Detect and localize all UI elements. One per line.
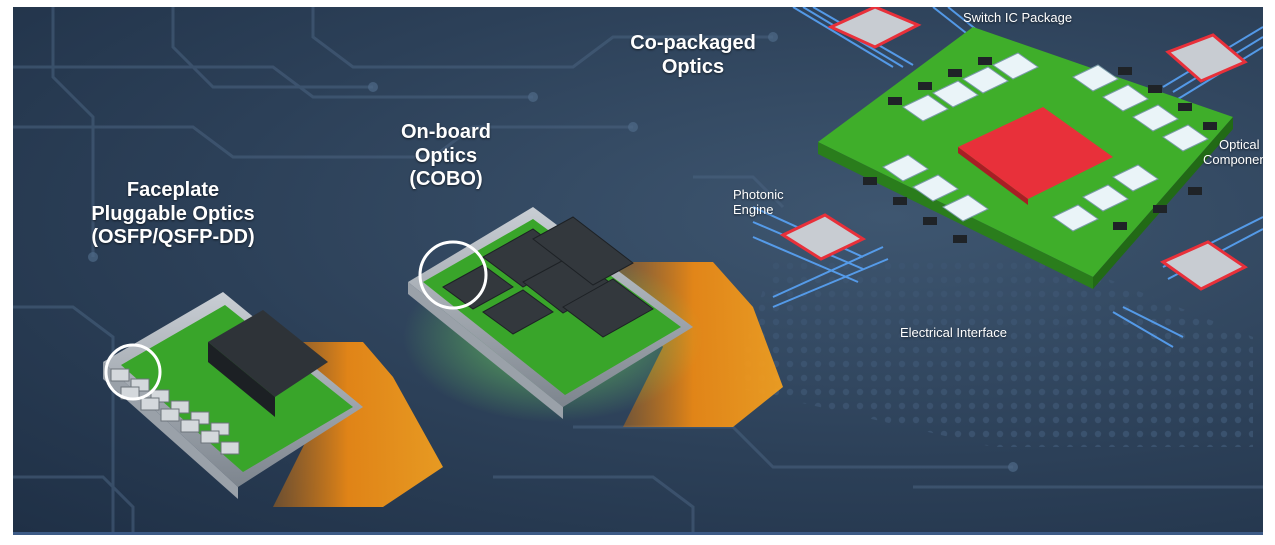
label-onboard-line2: Optics: [414, 144, 478, 167]
label-photonic-engine: Photonic Engine: [733, 187, 784, 218]
label-copackaged-line2: Optics: [661, 55, 725, 78]
label-optical-components: Optical Componen: [1203, 137, 1263, 168]
onboard-module: [403, 207, 703, 422]
label-copackaged-line1: Co-packaged: [630, 32, 756, 54]
label-photonic-line1: Photonic: [733, 187, 784, 202]
label-electrical-interface: Electrical Interface: [900, 325, 1007, 340]
label-photonic-line2: Engine: [733, 202, 774, 218]
optical-components: [779, 7, 1248, 291]
label-faceplate-line3: (OSFP/QSFP-DD): [91, 226, 255, 249]
label-optical-line2: Componen: [1203, 152, 1263, 168]
slide-canvas: Faceplate Pluggable Optics (OSFP/QSFP-DD…: [13, 7, 1263, 532]
highlight-circle-faceplate: [104, 343, 162, 401]
label-onboard-line1: On-board: [401, 121, 491, 143]
bottom-accent-line: [13, 532, 1263, 535]
highlight-circle-onboard: [418, 240, 488, 310]
label-switch-ic: Switch IC Package: [963, 10, 1073, 25]
label-onboard-line3: (COBO): [409, 168, 483, 191]
pcb-vias: [88, 32, 1018, 472]
copackaged-package: [779, 7, 1248, 291]
bga-substrate: [733, 257, 1253, 447]
diagram-artwork: [13, 7, 1263, 532]
label-onboard: On-board Optics (COBO): [381, 121, 511, 192]
faceplate-module: [103, 292, 363, 499]
bottom-strip: [0, 532, 1275, 545]
label-copackaged: Co-packaged Optics: [613, 32, 773, 79]
label-faceplate: Faceplate Pluggable Optics (OSFP/QSFP-DD…: [58, 179, 288, 250]
label-faceplate-line2: Pluggable Optics: [91, 202, 255, 225]
label-optical-line1: Optical: [1219, 137, 1260, 152]
label-faceplate-line1: Faceplate: [126, 179, 220, 201]
